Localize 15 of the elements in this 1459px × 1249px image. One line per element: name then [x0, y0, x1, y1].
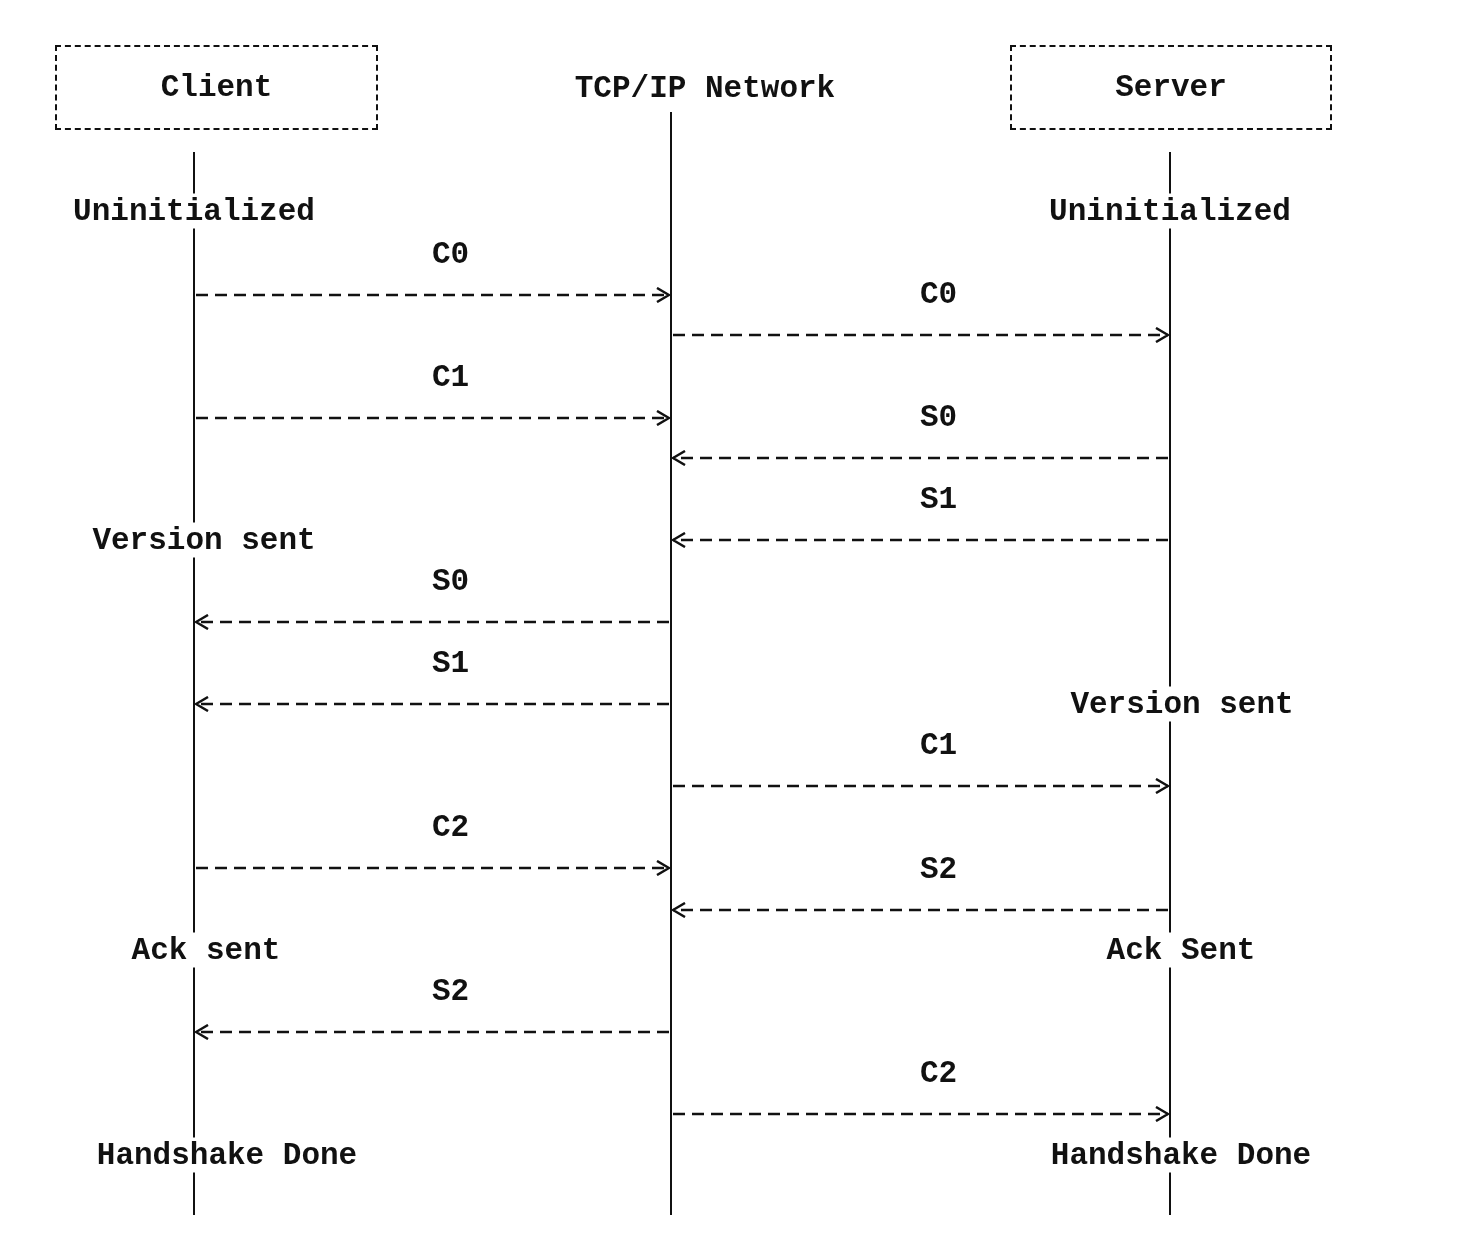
message-arrow: [673, 777, 1170, 795]
message-arrow: [673, 1105, 1170, 1123]
message-arrow: [671, 901, 1168, 919]
message-arrow: [196, 286, 671, 304]
participant-name: Server: [1115, 72, 1227, 103]
message-arrow: [671, 449, 1168, 467]
message-arrow: [196, 409, 671, 427]
message-arrow: [673, 326, 1170, 344]
message-arrow: [194, 613, 669, 631]
message-arrow: [196, 859, 671, 877]
message-arrow: [671, 531, 1168, 549]
participant-name: TCP/IP Network: [574, 72, 836, 104]
message-arrow: [194, 695, 669, 713]
participant-name: Client: [160, 72, 273, 103]
message-arrow: [194, 1023, 669, 1041]
